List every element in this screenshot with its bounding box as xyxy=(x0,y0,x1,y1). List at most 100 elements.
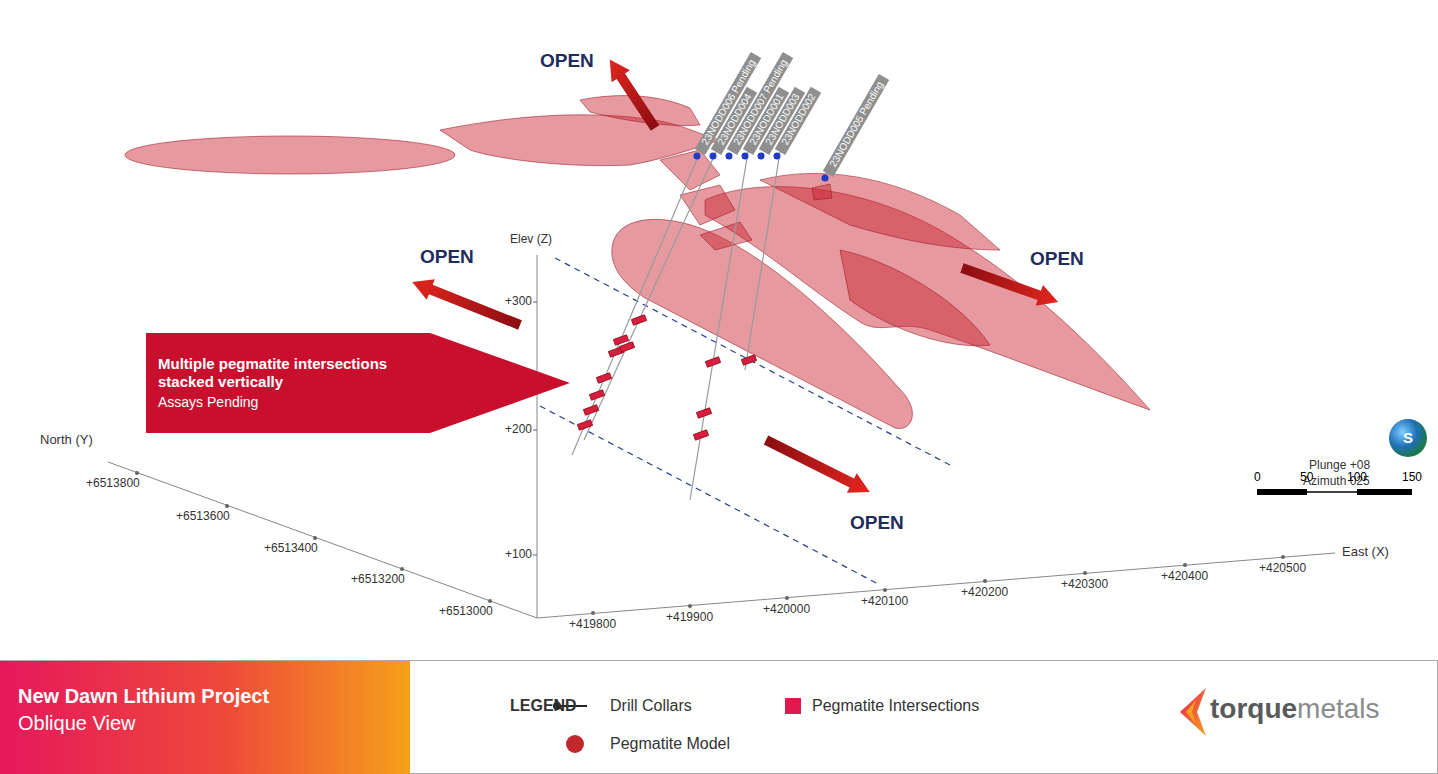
axis-tick-label: +420100 xyxy=(861,595,908,609)
extent-label: OPEN xyxy=(540,50,594,72)
drill-collars xyxy=(694,153,829,182)
axis-tick xyxy=(591,611,595,615)
callout-heading: Multiple pegmatite intersections stacked… xyxy=(158,355,416,393)
logo-chevron xyxy=(1186,700,1196,724)
axis-tick-label: +300 xyxy=(505,295,532,309)
drill-trace xyxy=(572,152,700,455)
callout-note: Assays Pending xyxy=(158,394,416,412)
pegmatite-sheet xyxy=(125,136,455,174)
pegmatite-sheet xyxy=(840,250,990,346)
intersection-mark xyxy=(589,390,604,400)
scale-label: 150 xyxy=(1402,471,1422,485)
axis-tick-label: +200 xyxy=(505,423,532,437)
collar-dot xyxy=(822,175,829,182)
extent-label: OPEN xyxy=(1030,248,1084,270)
intersection-mark xyxy=(583,405,598,415)
legend-swatch xyxy=(566,735,584,753)
open-arrow xyxy=(601,54,665,135)
drill-holes xyxy=(572,152,780,500)
pegmatite-chunk xyxy=(812,184,832,200)
title-band: New Dawn Lithium ProjectOblique View xyxy=(0,661,410,774)
scale-label: 0 xyxy=(1254,471,1261,485)
intersection-mark xyxy=(696,408,711,418)
axis-tick xyxy=(983,579,987,583)
collar-dot xyxy=(694,153,701,160)
axis-tick xyxy=(225,504,229,508)
open-arrow xyxy=(761,430,875,502)
axis-tick-label: +6513000 xyxy=(439,605,493,619)
pegmatite-chunk xyxy=(700,222,752,250)
intersection-mark xyxy=(619,342,634,352)
axis-tick-label: +100 xyxy=(505,548,532,562)
legend-text: Pegmatite Intersections xyxy=(812,697,979,715)
orientation-sphere xyxy=(1389,419,1427,457)
east-axis xyxy=(537,553,1335,618)
axis-tick xyxy=(533,430,537,431)
collar-dot xyxy=(726,153,733,160)
axis-tick-label: +420400 xyxy=(1161,570,1208,584)
callout-fill xyxy=(146,333,570,433)
axis-tick xyxy=(533,302,537,303)
axis-tick xyxy=(1083,571,1087,575)
drill-trace xyxy=(584,152,716,440)
collar-dot xyxy=(758,153,765,160)
pegmatite-intersections xyxy=(577,315,756,440)
band-title: New Dawn Lithium Project xyxy=(18,683,392,710)
pegmatite-sheet xyxy=(760,173,1000,250)
intersection-mark xyxy=(577,420,592,430)
pegmatite-chunk xyxy=(660,150,720,190)
intersection-mark xyxy=(705,357,720,367)
collar-dot xyxy=(742,153,749,160)
company-logo: torquemetals xyxy=(1210,694,1380,725)
logo-word-light: metals xyxy=(1297,693,1379,724)
pegmatite-chunk xyxy=(680,185,735,225)
tag-text: 23NODD005 Pending xyxy=(827,79,886,169)
axis-tick xyxy=(1281,555,1285,559)
legend-text: Drill Collars xyxy=(610,697,692,715)
axis-title: East (X) xyxy=(1342,545,1389,560)
axis-tick-label: +419800 xyxy=(569,618,616,632)
extent-label: OPEN xyxy=(420,246,474,268)
axis-tick-label: +420500 xyxy=(1259,562,1306,576)
axis-tick-label: +6513800 xyxy=(86,477,140,491)
elev-axis xyxy=(537,255,538,618)
axis-tick-label: +6513200 xyxy=(351,573,405,587)
collar-dot xyxy=(774,153,781,160)
open-arrows xyxy=(408,54,1062,502)
axis-title: North (Y) xyxy=(40,433,93,448)
extent-label: OPEN xyxy=(850,512,904,534)
intersection-mark xyxy=(693,430,708,440)
footer-frame xyxy=(1,661,1438,774)
band-subtitle: Oblique View xyxy=(18,710,392,737)
scale-bar xyxy=(1357,489,1412,495)
axis-tick xyxy=(400,567,404,571)
compass-letter: S xyxy=(1403,429,1413,446)
axis-tick-label: +420300 xyxy=(1061,578,1108,592)
axis-title: Elev (Z) xyxy=(510,233,552,247)
axis-tick xyxy=(688,604,692,608)
callout-arrow-box: Multiple pegmatite intersections stacked… xyxy=(146,333,570,433)
north-axis xyxy=(108,462,537,618)
axis-tick-label: +6513400 xyxy=(264,542,318,556)
collar-dot xyxy=(710,153,717,160)
intersection-mark xyxy=(631,315,646,325)
scale-label: 50 xyxy=(1300,471,1313,485)
logo-word-bold: torque xyxy=(1210,693,1297,724)
legend-heading: LEGEND xyxy=(510,697,577,715)
callout-text: Multiple pegmatite intersections stacked… xyxy=(146,333,430,433)
scale-bar xyxy=(1257,489,1307,495)
drill-trace xyxy=(690,152,748,500)
drill-trace xyxy=(745,152,780,370)
axis-tick-label: +419900 xyxy=(666,611,713,625)
pegmatite-model xyxy=(125,96,1150,429)
axis-tick xyxy=(488,599,492,603)
legend-swatch xyxy=(785,698,801,714)
axis-tick xyxy=(135,471,139,475)
scale-label: 100 xyxy=(1347,471,1367,485)
intersection-mark xyxy=(741,355,756,365)
logo-chevron xyxy=(1180,688,1206,736)
intersection-mark xyxy=(596,373,611,383)
axis-tick-label: +420200 xyxy=(961,586,1008,600)
axis-tick xyxy=(533,555,537,556)
